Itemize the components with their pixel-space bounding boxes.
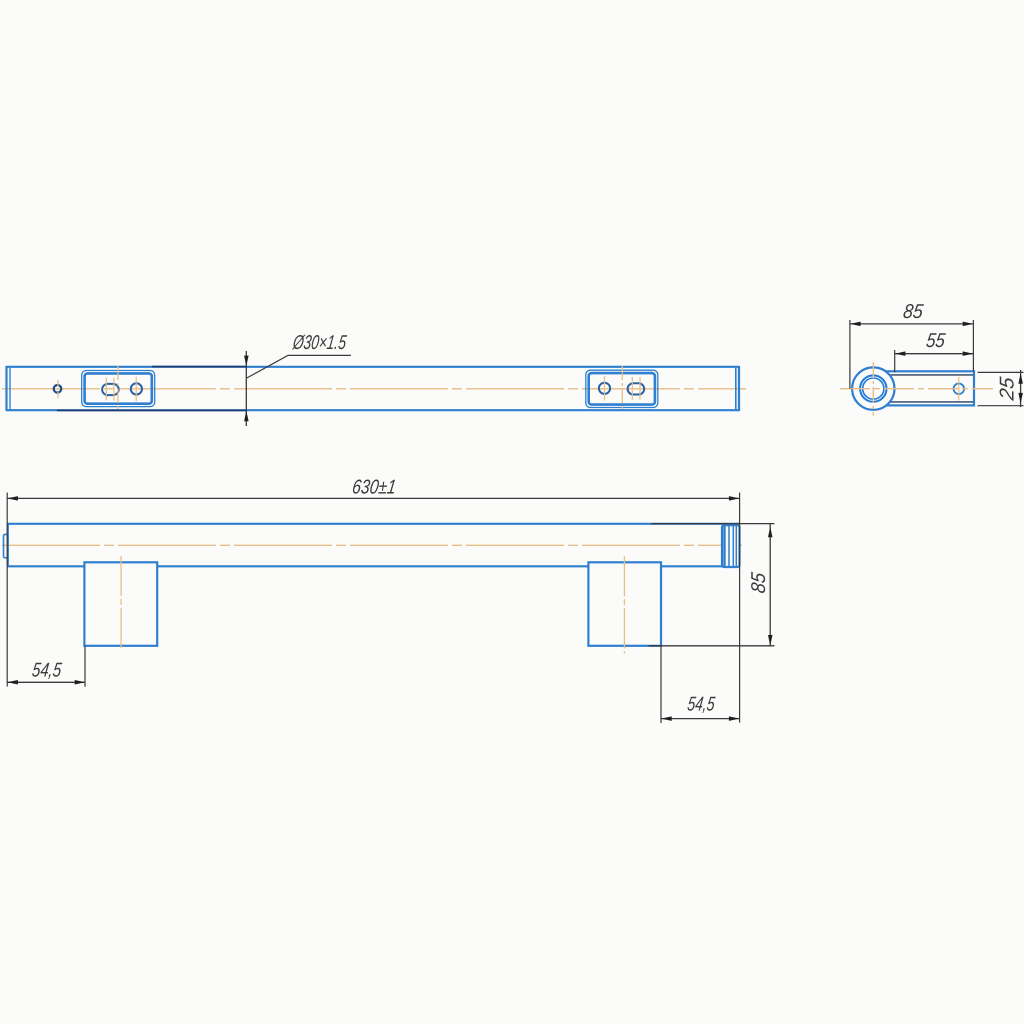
svg-text:85: 85 [748, 571, 770, 595]
svg-text:55: 55 [925, 330, 947, 352]
svg-text:Ø30×1.5: Ø30×1.5 [291, 332, 348, 354]
svg-text:85: 85 [902, 301, 925, 323]
svg-text:54,5: 54,5 [31, 660, 64, 682]
svg-text:54,5: 54,5 [686, 693, 717, 715]
svg-text:25: 25 [997, 375, 1019, 402]
svg-text:630±1: 630±1 [351, 477, 398, 499]
